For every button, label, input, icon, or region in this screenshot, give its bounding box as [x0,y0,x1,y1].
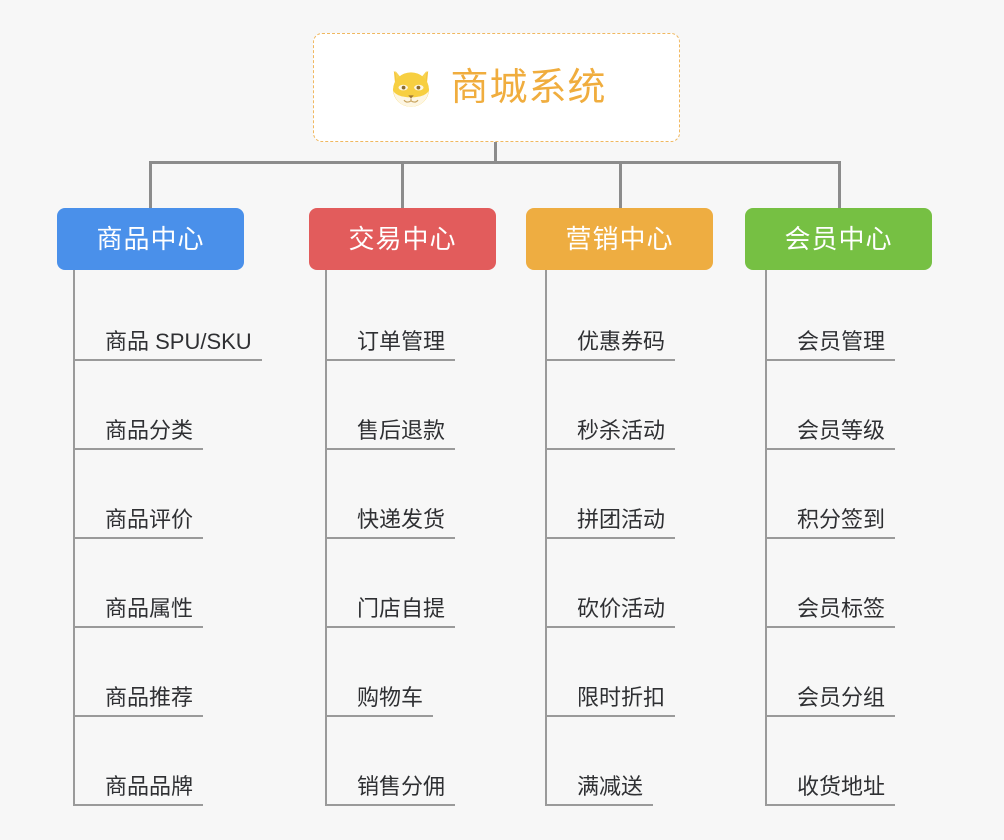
leaf-item-label: 收货地址 [797,774,886,799]
leaf-item-label: 满减送 [577,774,644,799]
leaf-item[interactable]: 会员分组 [765,645,896,717]
leaf-item-label: 商品品牌 [105,774,194,799]
leaf-item[interactable]: 限时折扣 [545,645,676,717]
leaf-item-label: 积分签到 [797,507,886,532]
leaf-item[interactable]: 积分签到 [765,467,896,539]
leaf-item[interactable]: 商品 SPU/SKU [73,289,262,361]
leaf-item-label: 优惠券码 [577,329,666,354]
leaf-item-label: 商品属性 [105,596,194,621]
leaf-item-label: 商品 SPU/SKU [105,329,252,354]
leaf-item[interactable]: 商品分类 [73,378,204,450]
category-label-member-center: 会员中心 [784,224,893,254]
leaf-item[interactable]: 满减送 [545,734,654,806]
connector-drop-product-center [149,161,152,208]
leaf-item[interactable]: 销售分佣 [325,734,456,806]
leaf-item[interactable]: 拼团活动 [545,467,676,539]
leaf-item[interactable]: 订单管理 [325,289,456,361]
connector-drop-marketing-center [619,161,622,208]
leaf-item-label: 商品分类 [105,418,194,443]
leaf-item[interactable]: 优惠券码 [545,289,676,361]
category-box-member-center[interactable]: 会员中心 [745,208,932,270]
leaf-item[interactable]: 购物车 [325,645,434,717]
root-node-mall-system[interactable]: 商城系统 [313,33,680,142]
leaf-item-label: 会员标签 [797,596,886,621]
leaf-item-label: 限时折扣 [577,685,666,710]
leaf-item-label: 商品评价 [105,507,194,532]
leaf-item[interactable]: 收货地址 [765,734,896,806]
leaf-item-label: 拼团活动 [577,507,666,532]
leaf-item[interactable]: 售后退款 [325,378,456,450]
category-label-trade-center: 交易中心 [348,224,457,254]
category-box-product-center[interactable]: 商品中心 [57,208,244,270]
leaf-item-label: 购物车 [357,685,424,710]
connector-drop-member-center [838,161,841,208]
category-label-product-center: 商品中心 [96,224,205,254]
leaf-item[interactable]: 商品属性 [73,556,204,628]
leaf-item-label: 会员管理 [797,329,886,354]
leaf-item-label: 售后退款 [357,418,446,443]
leaf-item[interactable]: 门店自提 [325,556,456,628]
leaf-item[interactable]: 会员等级 [765,378,896,450]
leaf-item-label: 销售分佣 [357,774,446,799]
category-box-marketing-center[interactable]: 营销中心 [526,208,713,270]
leaf-item[interactable]: 秒杀活动 [545,378,676,450]
root-node-title: 商城系统 [450,66,607,109]
leaf-item[interactable]: 砍价活动 [545,556,676,628]
category-box-trade-center[interactable]: 交易中心 [309,208,496,270]
leaf-item-label: 砍价活动 [577,596,666,621]
leaf-item[interactable]: 会员标签 [765,556,896,628]
connector-root-stem [494,142,497,164]
shiba-dog-icon [393,70,430,107]
leaf-item-label: 商品推荐 [105,685,194,710]
connector-drop-trade-center [401,161,404,208]
leaf-item-label: 会员分组 [797,685,886,710]
leaf-item-label: 门店自提 [357,596,446,621]
connector-horizontal-bus [149,161,839,164]
leaf-item[interactable]: 商品评价 [73,467,204,539]
leaf-item[interactable]: 商品推荐 [73,645,204,717]
leaf-item[interactable]: 商品品牌 [73,734,204,806]
leaf-item-label: 会员等级 [797,418,886,443]
category-label-marketing-center: 营销中心 [565,224,674,254]
leaf-item-label: 订单管理 [357,329,446,354]
leaf-item[interactable]: 会员管理 [765,289,896,361]
leaf-item-label: 秒杀活动 [577,418,666,443]
leaf-item[interactable]: 快递发货 [325,467,456,539]
leaf-item-label: 快递发货 [357,507,446,532]
